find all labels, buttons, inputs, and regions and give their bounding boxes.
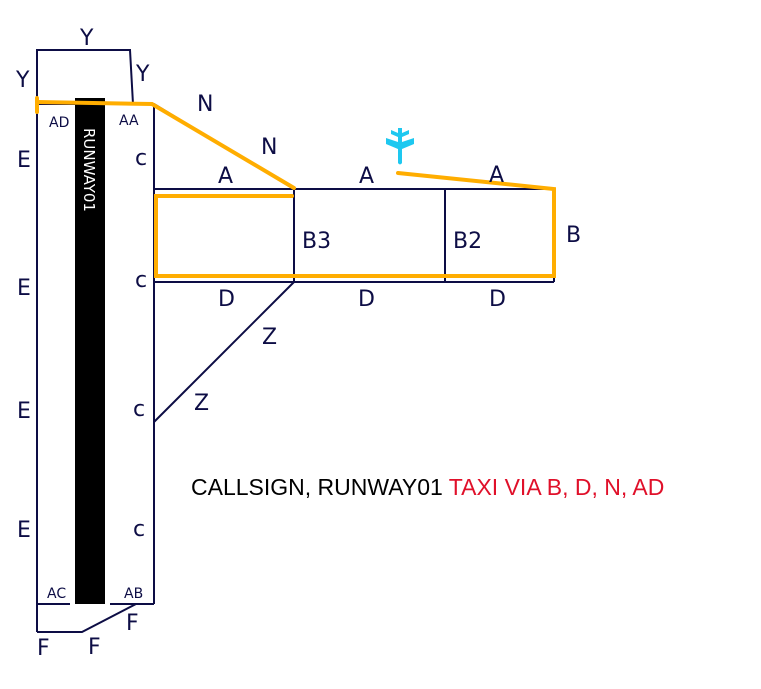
label-n: N [197, 92, 213, 117]
label-ab: AB [124, 586, 143, 602]
airplane-icon [386, 128, 414, 165]
label-d: D [218, 287, 235, 312]
label-y-right: Y [135, 62, 150, 87]
runway [75, 98, 105, 604]
label-n: N [261, 135, 277, 160]
label-c: c [133, 397, 145, 422]
label-c: c [135, 146, 147, 171]
label-y-top: Y [79, 26, 94, 51]
label-a: A [489, 163, 504, 188]
label-c: c [133, 517, 145, 542]
label-a: A [218, 164, 233, 189]
label-ad: AD [49, 115, 69, 131]
label-b2: B2 [453, 229, 482, 254]
taxiway-z [153, 281, 295, 423]
label-f: F [126, 611, 139, 636]
label-ac: AC [47, 586, 66, 602]
label-d: D [489, 287, 506, 312]
taxiway-f [37, 603, 137, 633]
label-b3: B3 [302, 229, 331, 254]
label-y-left: Y [15, 68, 30, 93]
label-e: E [17, 276, 31, 301]
label-a: A [359, 164, 374, 189]
clearance-prefix: CALLSIGN, RUNWAY01 [191, 474, 443, 500]
label-e: E [17, 518, 31, 543]
label-f: F [37, 636, 50, 661]
label-e: E [17, 148, 31, 173]
runway-label: RUNWAY01 [80, 128, 98, 212]
label-z: Z [262, 325, 277, 350]
taxiway-labels: Y Y Y AD AA AC AB E E E E c c c c N N A … [15, 26, 581, 661]
label-d: D [358, 287, 375, 312]
label-c: c [135, 268, 147, 293]
clearance-text: CALLSIGN, RUNWAY01 TAXI VIA B, D, N, AD [191, 474, 664, 501]
taxiway-lines [36, 49, 555, 633]
label-e: E [17, 399, 31, 424]
label-z: Z [194, 391, 209, 416]
label-b: B [566, 223, 581, 248]
taxi-route [35, 96, 556, 278]
label-f: F [88, 635, 101, 660]
taxiway-y [36, 49, 134, 632]
label-aa: AA [119, 113, 139, 129]
clearance-instruction: TAXI VIA B, D, N, AD [448, 474, 665, 500]
